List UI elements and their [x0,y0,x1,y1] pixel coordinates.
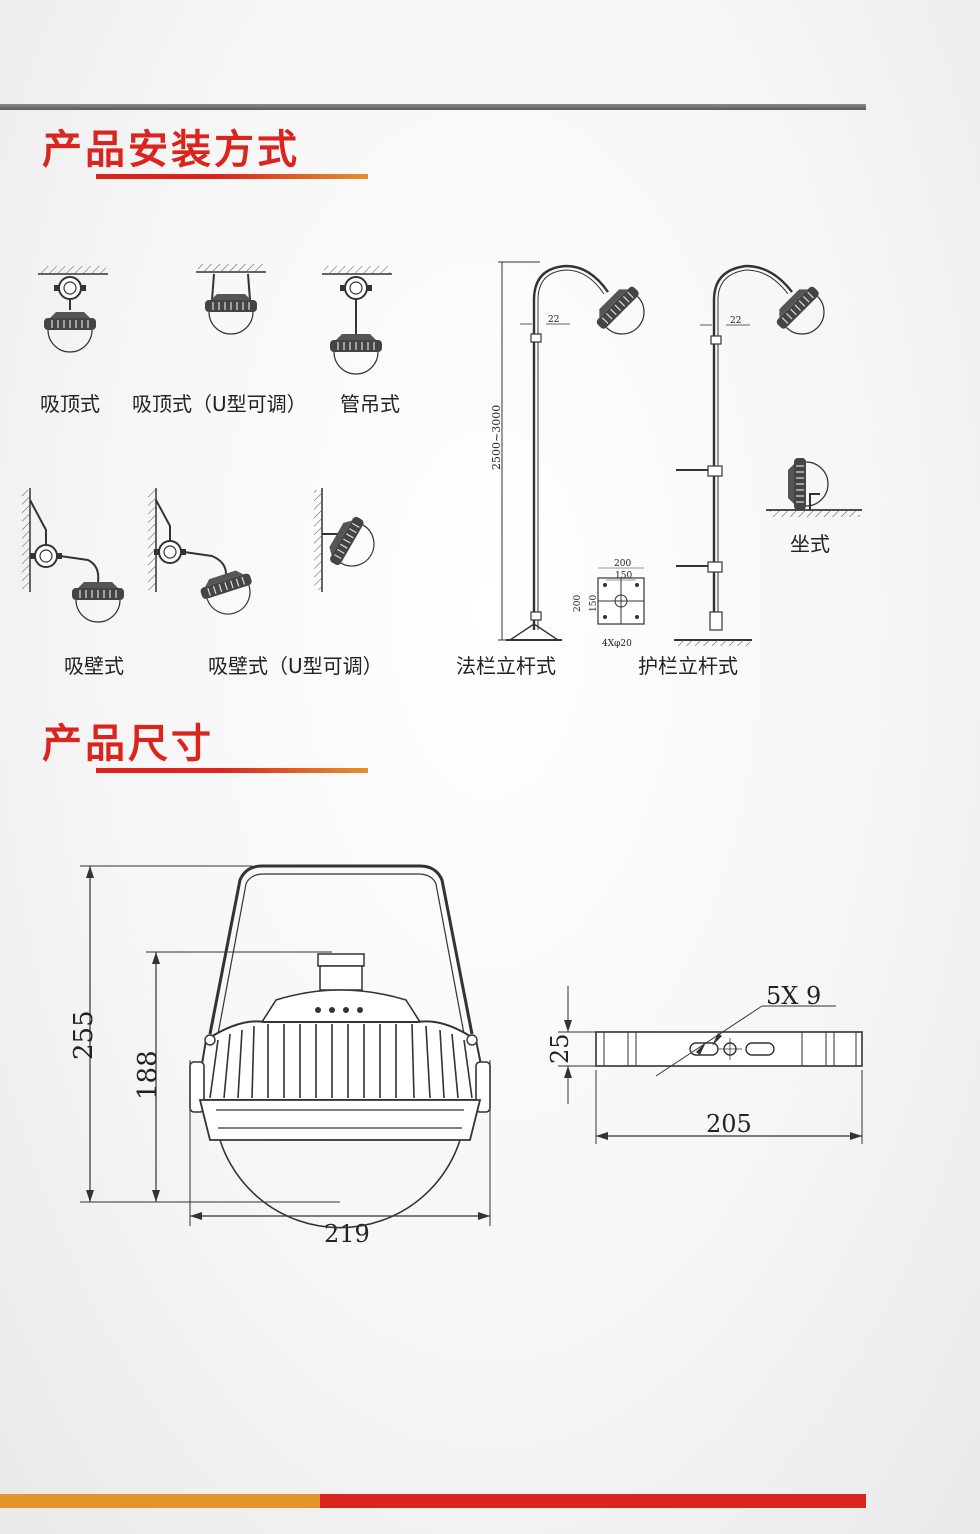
wall-mount-drawing [22,488,125,623]
pole-a-pipe-label: 22 [548,315,559,325]
flange-pole-drawing: 2500~3000 22 [490,261,657,641]
dim-total-height-label: 255 [69,1010,99,1060]
ceiling-u-mount-drawing [196,264,266,335]
lamp-side-view [189,864,491,1229]
caption-wall-u: 吸壁式（U型可调） [208,654,383,678]
bracket-plate [595,1031,863,1067]
dim-body-height: 188 [133,951,332,1202]
size-title-underline [96,768,368,773]
dim-bracket-length: 205 [595,1070,863,1144]
dim-body-height-label: 188 [133,1050,163,1100]
rail-pole-drawing: 22 [674,264,837,646]
dim-total-height: 255 [69,865,340,1203]
dim-slot-label: 5X 9 [766,982,821,1010]
top-divider [0,104,866,110]
caption-flange-pole: 法栏立杆式 [456,654,556,678]
caption-ceiling: 吸顶式 [40,392,100,416]
size-section-title: 产品尺寸 [42,721,214,767]
dim-bracket-length-label: 205 [706,1110,752,1138]
install-title-underline [96,174,368,179]
pole-height-label: 2500~3000 [490,405,503,470]
pendant-mount-drawing [322,266,392,375]
dim-bracket-height: 25 [546,986,600,1104]
dim-width-label: 219 [324,1220,370,1248]
dim-bracket-height-label: 25 [546,1033,574,1064]
flange-detail-drawing: 200 150 200 150 4Xφ20 [573,559,645,649]
caption-ceiling-u: 吸顶式（U型可调） [132,392,307,416]
wall-u-mount-drawing [148,488,261,622]
wall-direct-drawing [314,488,385,592]
ceiling-mount-drawing [38,266,108,353]
dim-slot: 5X 9 [655,982,836,1077]
flange-inner-label: 150 [615,571,632,581]
seat-mount-drawing [766,457,862,517]
footer-bar-red [320,1494,866,1508]
caption-seat: 坐式 [790,532,830,556]
flange-holes-label: 4Xφ20 [602,639,632,649]
install-section-title: 产品安装方式 [42,127,300,173]
flange-side-outer-label: 200 [573,595,583,612]
dim-width: 219 [189,1060,491,1248]
caption-pendant: 管吊式 [340,392,400,416]
flange-side-inner-label: 150 [589,595,599,612]
caption-rail-pole: 护栏立杆式 [638,654,738,678]
footer-bar-orange [0,1494,320,1508]
caption-wall: 吸壁式 [64,654,124,678]
flange-outer-label: 200 [614,559,631,569]
pole-b-pipe-label: 22 [730,316,741,326]
